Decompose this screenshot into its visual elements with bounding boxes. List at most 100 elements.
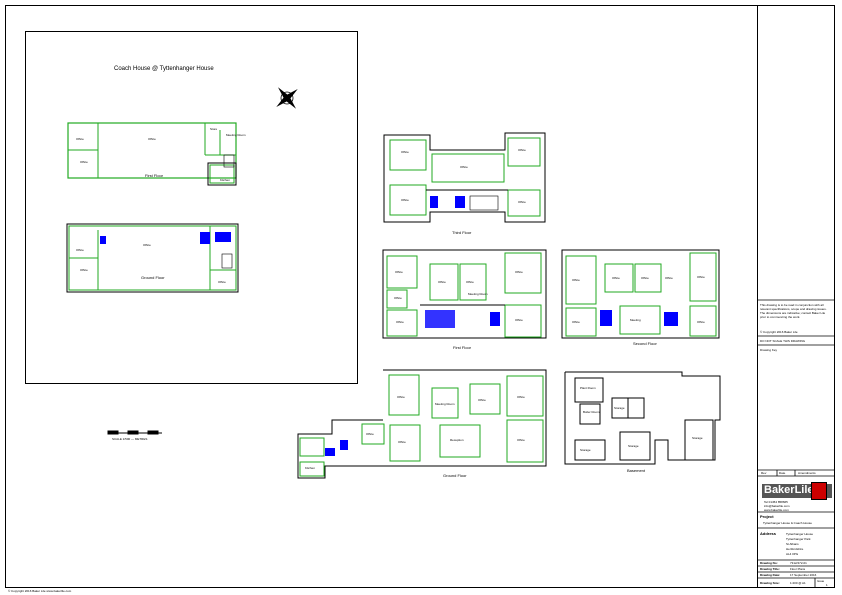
address-line: Hertfordshire [786, 547, 804, 551]
basement-plan [564, 371, 721, 465]
room-label: Office [460, 165, 468, 169]
first-floor-plan [382, 249, 547, 339]
copyright-note: © Copyright 2016 Baker Lile [760, 330, 798, 334]
room-label: Office [148, 137, 156, 141]
room-label: Office [401, 150, 409, 154]
company-email: info@bakerlile.com [764, 504, 790, 508]
room-label: Office [398, 440, 406, 444]
room-label: Kitchen [220, 178, 231, 182]
third-floor-label: Third Floor [452, 230, 472, 235]
room-label: Storage [692, 436, 703, 440]
company-web: www.bakerlile.com [764, 508, 789, 512]
room-label: Office [80, 268, 88, 272]
first-floor-label: First Floor [453, 345, 471, 350]
notes-text: This drawing is to be read in conjunctio… [760, 303, 827, 319]
room-label: Office [518, 148, 526, 152]
room-label: Office [396, 320, 404, 324]
project-label: Project [760, 514, 774, 519]
third-floor-plan [383, 132, 546, 223]
room-label: Office [478, 398, 486, 402]
address-label: Address [760, 531, 777, 536]
room-label: Meeting Room [468, 292, 488, 296]
room-label: Office [518, 200, 526, 204]
issue-number: 1 [826, 583, 828, 587]
room-label: Office [665, 276, 673, 280]
room-label: Office [395, 270, 403, 274]
date-header: Date [779, 471, 786, 475]
scale-bar [107, 430, 162, 435]
room-label: Office [517, 438, 525, 442]
ground-floor-label: Ground Floor [443, 473, 467, 478]
room-label: Kitchen [305, 466, 316, 470]
coach-ground-floor-plan [66, 223, 239, 293]
room-label: Storage [614, 406, 625, 410]
room-label: Meeting [630, 318, 641, 322]
rev-header: Rev [761, 471, 767, 475]
room-label: Office [515, 270, 523, 274]
room-label: Office [641, 276, 649, 280]
coach-ground-floor-label: Ground Floor [141, 275, 165, 280]
address-line: Tyttenhanger Park [786, 537, 811, 541]
drawing-title: Floor Plans [790, 567, 806, 571]
room-label: Storage [628, 444, 639, 448]
room-label: Office [572, 278, 580, 282]
scale-bar-label: SCALE 1/500 — METRES [112, 437, 148, 441]
ground-floor-plan [297, 369, 547, 479]
room-label: Office [697, 320, 705, 324]
room-label: Office [612, 276, 620, 280]
address-line: St Albans [786, 542, 799, 546]
room-label: Office [438, 280, 446, 284]
room-label: Office [143, 243, 151, 247]
room-label: Plant Room [580, 386, 596, 390]
page-title: Coach House @ Tyttenhanger House [114, 66, 214, 72]
company-phone: Tel 01454 858665 [764, 500, 788, 504]
coach-first-floor-label: First Floor [145, 173, 163, 178]
room-label: Office [76, 248, 84, 252]
title-block-rules [757, 299, 835, 588]
drawing-key-label: Drawing Key [760, 348, 778, 352]
room-label: Store [210, 127, 218, 131]
room-label: Office [466, 280, 474, 284]
room-label: Boiler Room [583, 410, 600, 414]
room-label: Meeting Room [435, 402, 455, 406]
second-floor-label: Second Floor [633, 341, 657, 346]
room-label: Office [366, 432, 374, 436]
room-label: Office [218, 280, 226, 284]
room-label: Meeting Room [226, 133, 246, 137]
room-label: Storage [580, 448, 591, 452]
room-label: Office [394, 296, 402, 300]
company-name: BakerLile [764, 484, 814, 496]
room-label: Office [515, 318, 523, 322]
do-not-scale: DO NOT SCALE THIS DRAWING [760, 339, 806, 343]
coach-house-frame [25, 31, 358, 384]
room-label: Office [517, 395, 525, 399]
north-arrow-icon [276, 87, 298, 109]
room-label: Office [572, 320, 580, 324]
room-label: Office [80, 160, 88, 164]
room-label: Office [401, 198, 409, 202]
drawing-date: 17 September 2016 [790, 573, 817, 577]
coach-first-floor-plan [67, 122, 237, 186]
address-line: Tyttenhanger House [786, 532, 814, 536]
issue-label: Issue [817, 579, 825, 583]
drawing-no: 7312/472-01 [790, 561, 807, 565]
sheet-border [5, 5, 835, 588]
footer-copyright: © Copyright 2016 Baker Lile www.bakerlil… [8, 589, 72, 593]
accreditation-badge-icon [811, 482, 827, 500]
second-floor-plan [561, 249, 720, 339]
room-label: Office [76, 137, 84, 141]
room-label: Reception [450, 438, 464, 442]
room-label: Office [697, 275, 705, 279]
amendments-header: Amendments [798, 471, 816, 475]
drawing-size: 1:200 @ A1 [790, 581, 806, 585]
drawing-no-label: Drawing No: [760, 561, 778, 565]
drawing-title-label: Drawing Title: [760, 567, 780, 571]
room-label: Office [397, 395, 405, 399]
drawing-date-label: Drawing Date: [760, 573, 781, 577]
title-block [757, 5, 835, 588]
project-name: Tyttenhanger House & Coach House [763, 521, 812, 525]
basement-label: Basement [627, 468, 646, 473]
drawing-size-label: Drawing Size: [760, 581, 780, 585]
address-line: AL4 0PG [786, 552, 799, 556]
